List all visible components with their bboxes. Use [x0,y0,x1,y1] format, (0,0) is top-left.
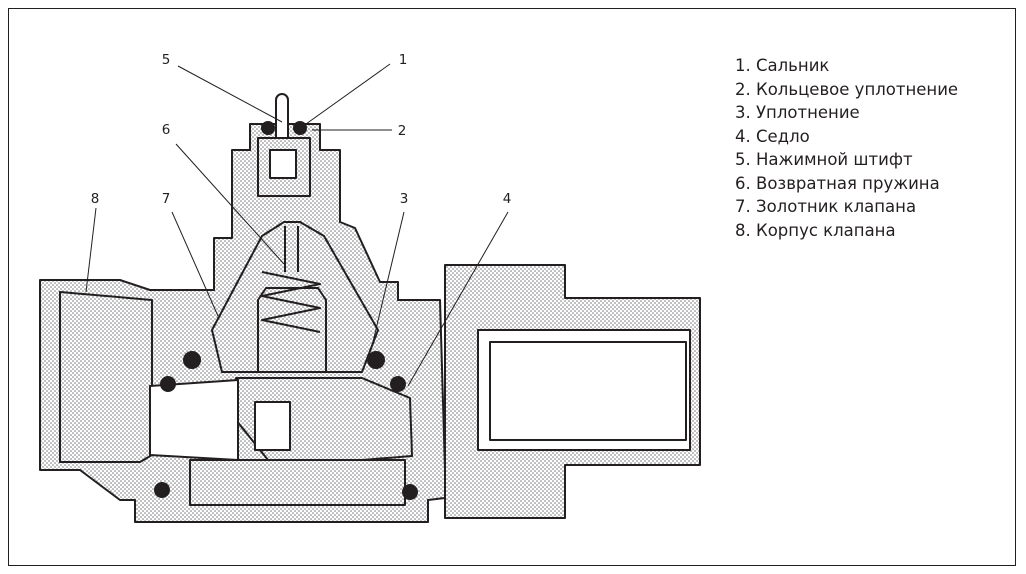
legend-item: 4.Седло [735,125,958,149]
legend-number: 4. [735,126,751,146]
legend-number: 1. [735,56,751,75]
legend-text: Кольцевое уплотнение [756,79,959,99]
legend-item: 8.Корпус клапана [735,219,958,243]
legend-number: 7. [735,197,751,216]
legend-number: 6. [735,173,751,193]
tailpiece-inner [489,341,687,441]
legend-number: 5. [735,150,751,169]
callout-7: 7 [162,191,171,207]
legend-text: Корпус клапана [756,220,896,240]
seat-channel [254,401,291,451]
seal-bottom-right [402,484,418,500]
leader-8 [85,207,97,293]
leader-7 [171,211,219,317]
leader-6 [175,143,285,265]
legend-text: Сальник [756,56,830,75]
legend-number: 2. [735,79,751,99]
union-nut [444,264,701,519]
callout-4: 4 [503,191,512,207]
leader-5 [177,65,283,123]
flow-passage [149,379,239,461]
seal-lower-right [390,376,406,392]
spindle-housing [257,287,327,373]
legend-text: Уплотнение [756,103,860,122]
callout-3: 3 [400,191,409,207]
leader-3 [371,211,405,347]
callout-6: 6 [162,122,171,138]
legend-text: Седло [756,126,810,146]
legend-number: 3. [735,103,751,122]
leader-4 [407,211,509,387]
leader-1 [305,63,391,125]
seal-lower-left [160,376,176,392]
callout-5: 5 [162,52,171,68]
parts-legend: 1. Сальник 2.Кольцевое уплотнение 3. Уплот… [735,54,958,242]
seal-bottom-left [154,482,170,498]
legend-item: 5. Нажимной штифт [735,148,958,172]
o-ring-top-left [261,121,275,135]
legend-text: Золотник клапана [756,197,917,216]
seal-right [367,351,385,369]
legend-text: Нажимной штифт [756,150,913,169]
return-spring [261,271,321,333]
callout-8: 8 [91,191,100,207]
legend-item: 3. Уплотнение [735,101,958,125]
legend-item: 1. Сальник [735,54,958,78]
legend-text: Возвратная пружина [756,173,940,193]
gland-cavity [269,149,297,179]
legend-item: 6.Возвратная пружина [735,172,958,196]
o-ring-top-right [293,121,307,135]
callout-2: 2 [398,123,407,139]
legend-number: 8. [735,220,751,240]
legend-item: 2.Кольцевое уплотнение [735,78,958,102]
callout-1: 1 [399,52,408,68]
legend-item: 7. Золотник клапана [735,195,958,219]
seal-left [183,351,201,369]
